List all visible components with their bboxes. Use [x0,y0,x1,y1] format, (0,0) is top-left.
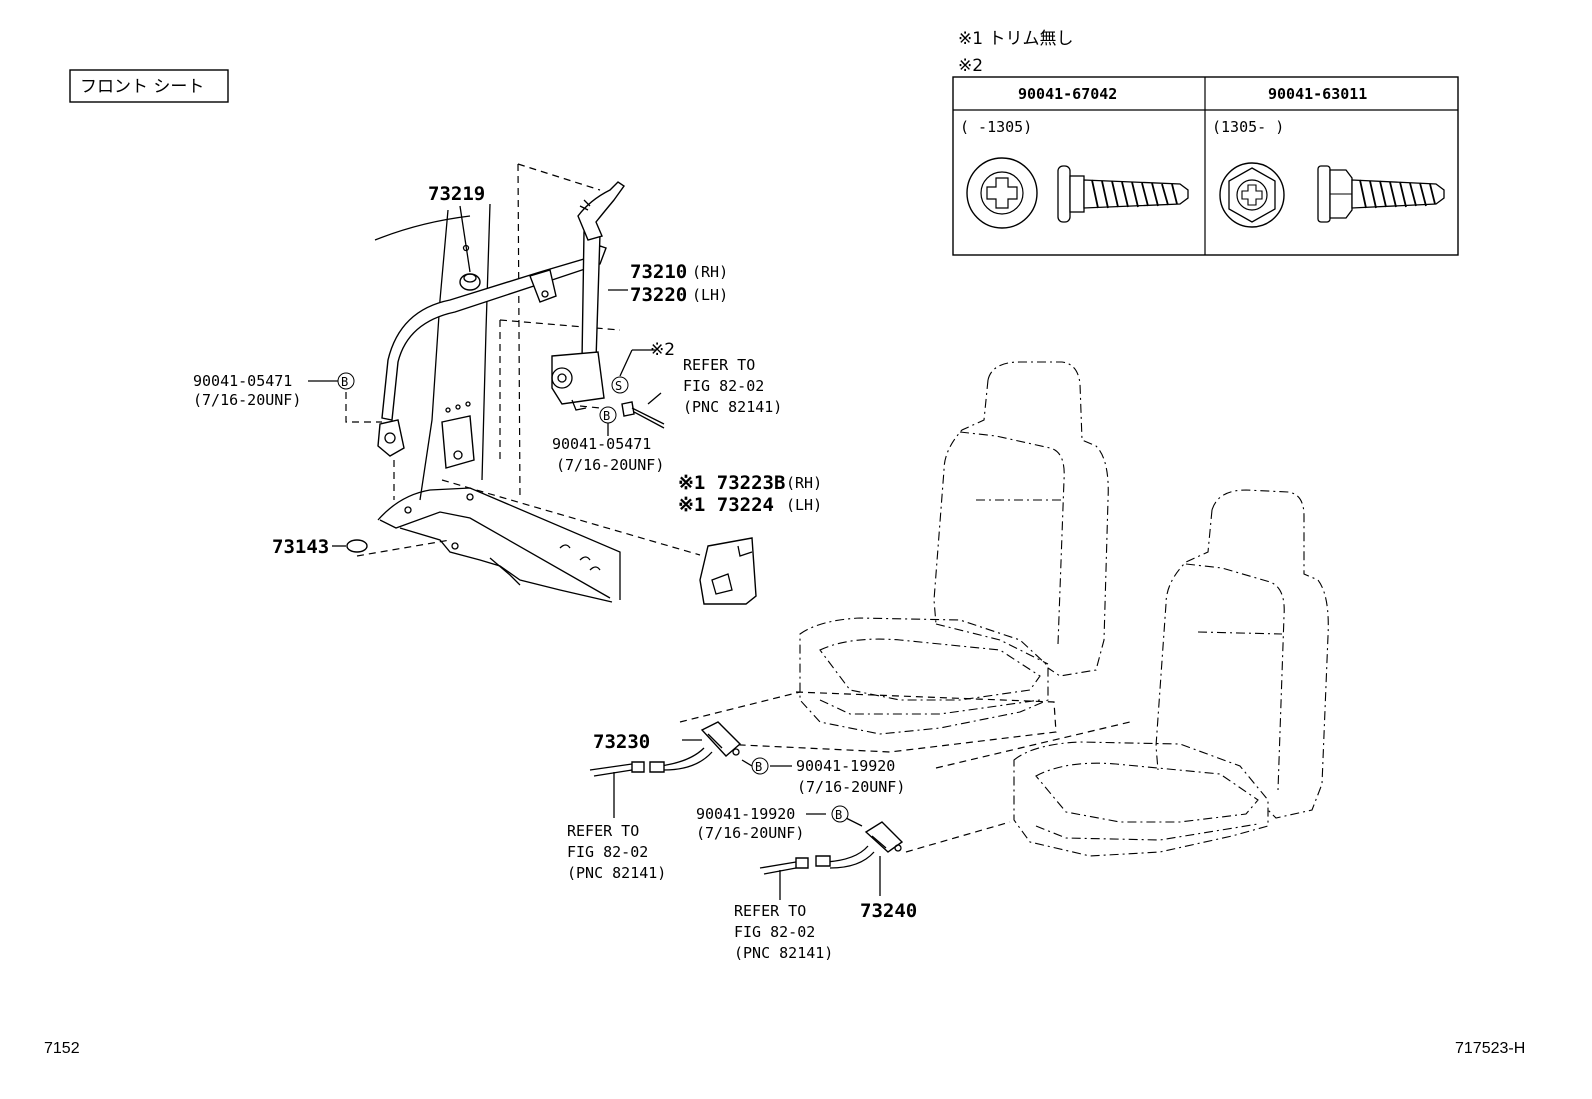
callout-73224: ※1 73224 [678,494,774,516]
refer-a-line1: REFER TO [683,356,755,374]
callout-bolt-d: 90041-19920 [696,805,795,823]
table-col2-range: (1305- ) [1212,118,1284,136]
table-col2-part: 90041-63011 [1268,85,1367,103]
front-seat-lower [1013,489,1329,857]
body-pillar-sketch [374,163,621,603]
front-seat-upper [799,361,1109,735]
seat-belt-assembly [377,181,625,457]
refer-c-line2: FIG 82-02 [734,923,815,941]
washer-bolt-top-icon [966,157,1038,229]
mark-b-1: B [337,372,355,390]
refer-c-line3: (PNC 82141) [734,944,833,962]
mark-b-3: B [751,757,769,775]
callout-73220-side: (LH) [692,286,728,304]
note-1: ※1 トリム無し [958,29,1073,49]
refer-b-line2: FIG 82-02 [567,843,648,861]
title-box: フロント シート [69,69,229,103]
callout-bolt-c: 90041-19920 [796,757,895,775]
svg-text:B: B [341,375,348,389]
callout-73143: 73143 [272,536,329,558]
callout-bolt-c-spec: (7/16-20UNF) [797,778,905,796]
callout-73223b-side: (RH) [786,474,822,492]
callout-bolt-d-spec: (7/16-20UNF) [696,824,804,842]
mark-s: S [611,376,629,394]
svg-text:B: B [603,409,610,423]
callout-bolt-a: 90041-05471 [193,372,292,390]
hex-bolt-top-icon [1219,162,1285,228]
leader-lines-upper [308,205,665,500]
callout-bolt-b-spec: (7/16-20UNF) [556,456,664,474]
refer-a-line3: (PNC 82141) [683,398,782,416]
callout-73210-side: (RH) [692,263,728,281]
callout-73220: 73220 [630,284,687,306]
pillar-trim [441,479,757,605]
hex-bolt-side-icon [1317,165,1445,223]
table-col1-range: ( -1305) [960,118,1032,136]
page-title: フロント シート [80,77,204,97]
callout-73224-side: (LH) [786,496,822,514]
callout-73210: 73210 [630,261,687,283]
page-number: 7152 [44,1040,80,1057]
note-2: ※2 [958,56,983,76]
callout-note2-ref: ※2 [650,340,675,360]
figure-id: 717523-H [1455,1040,1525,1057]
buckle-lh [759,813,904,900]
svg-text:B: B [835,808,842,822]
refer-c-line1: REFER TO [734,902,806,920]
bolt-table: 90041-67042 90041-63011 ( -1305) (1305- … [952,76,1459,256]
callout-73240: 73240 [860,900,917,922]
callout-73219: 73219 [428,183,485,205]
buckle-rh [589,721,792,818]
table-col1-part: 90041-67042 [1018,85,1117,103]
hole-plug [332,539,451,557]
washer-bolt-side-icon [1057,165,1189,223]
callout-73230: 73230 [593,731,650,753]
svg-text:B: B [755,760,762,774]
callout-bolt-a-spec: (7/16-20UNF) [193,391,301,409]
callout-bolt-b: 90041-05471 [552,435,651,453]
mark-b-4: B [831,805,849,823]
svg-text:S: S [615,379,622,393]
refer-b-line1: REFER TO [567,822,639,840]
mark-b-2: B [599,406,617,424]
callout-73223b: ※1 73223B [678,472,785,494]
refer-a-line2: FIG 82-02 [683,377,764,395]
refer-b-line3: (PNC 82141) [567,864,666,882]
